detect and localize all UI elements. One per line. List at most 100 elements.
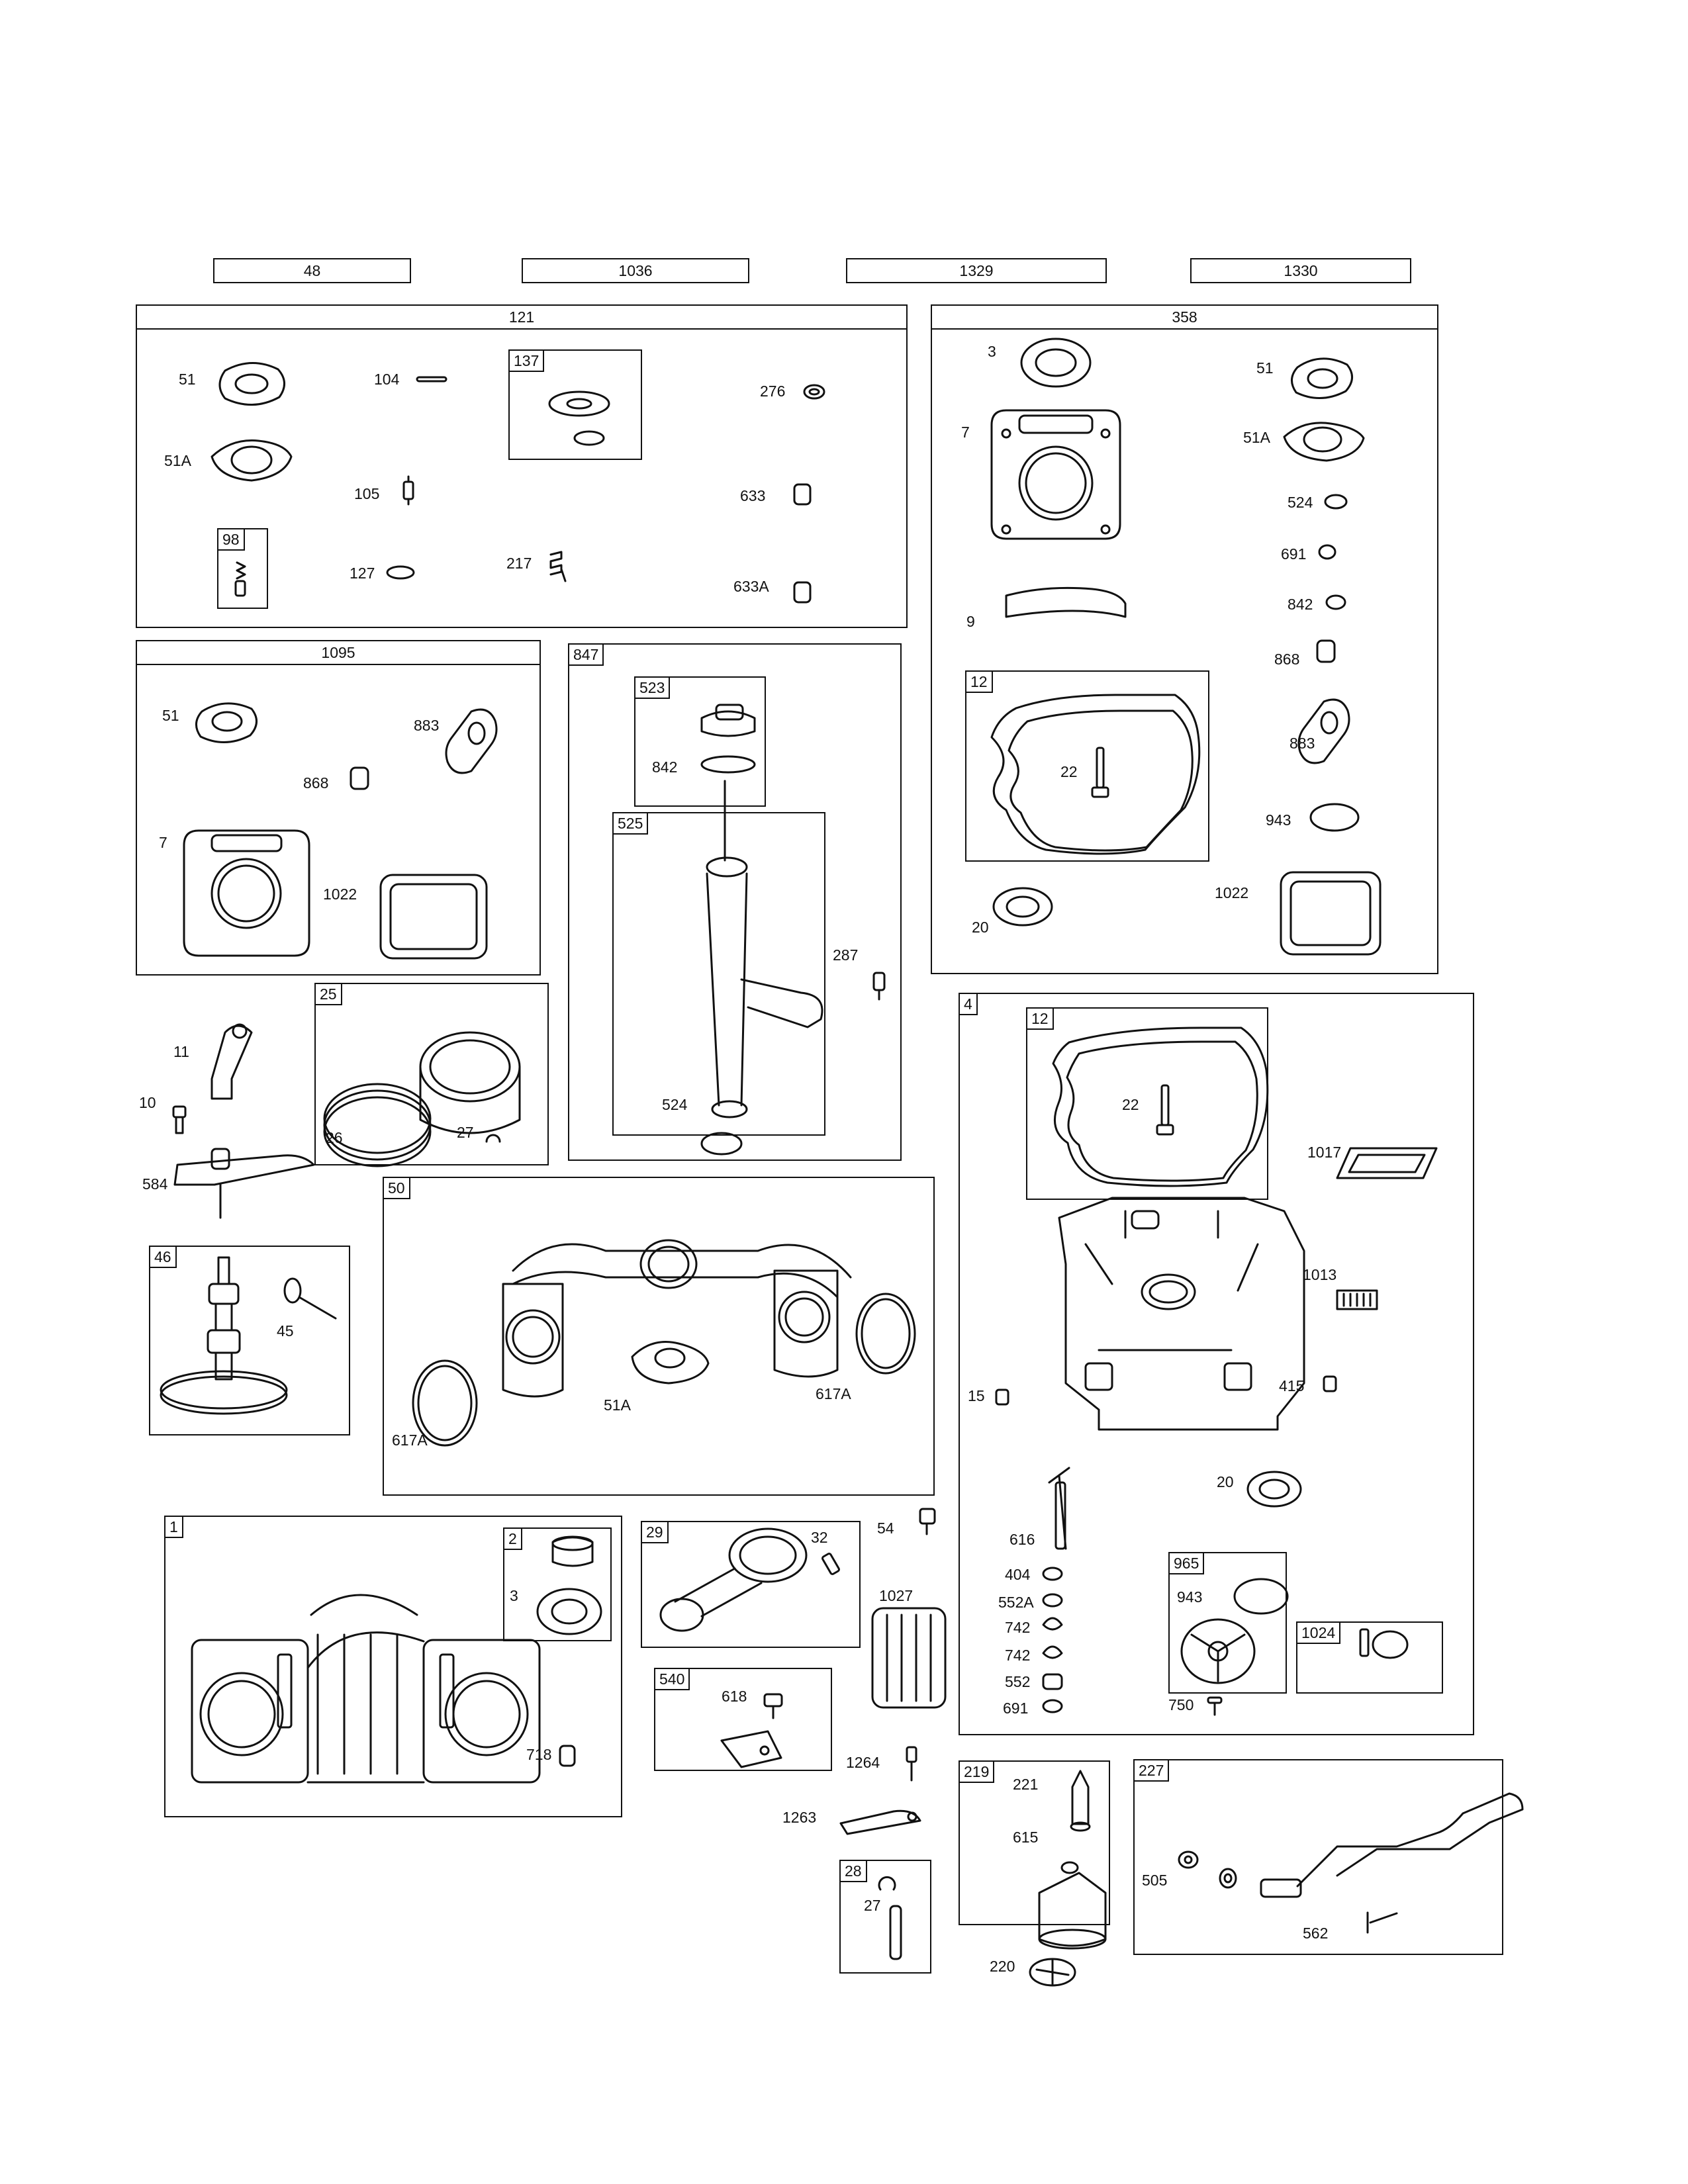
kit-525-box: 525 (612, 812, 825, 1136)
screw-icon (1207, 1696, 1223, 1716)
part-label: 883 (1289, 735, 1315, 752)
header-box-1036: 1036 (522, 258, 749, 283)
screen-icon (1336, 1289, 1378, 1310)
part-label: 20 (1217, 1473, 1234, 1490)
part-label: 1027 (879, 1587, 914, 1604)
cap-icon (1316, 639, 1336, 663)
gasket-icon (631, 1341, 710, 1385)
governor-lever-icon (1260, 1792, 1524, 1898)
kit-965-tag: 965 (1170, 1553, 1205, 1574)
grommet-icon (548, 390, 610, 446)
piston-icon (419, 1031, 521, 1134)
part-label: 842 (652, 758, 678, 776)
part-label: 10 (139, 1094, 156, 1111)
pump-icon (1180, 1618, 1256, 1684)
gasket-icon (1052, 1026, 1269, 1187)
part-label: 22 (1060, 763, 1078, 780)
kit-98-box: 98 (217, 528, 268, 609)
part-label: 524 (662, 1096, 688, 1113)
kit-29-box: 29 (641, 1521, 861, 1648)
kit-25-tag: 25 (316, 984, 342, 1005)
part-label: 617A (392, 1432, 428, 1449)
kit-28-tag: 28 (841, 1861, 867, 1882)
part-label: 221 (1013, 1776, 1039, 1793)
oil-filter-icon (871, 1607, 947, 1709)
bracket-icon (173, 1148, 315, 1219)
part-label: 27 (864, 1897, 881, 1914)
part-label: 1264 (846, 1754, 880, 1771)
part-label: 54 (877, 1520, 894, 1537)
part-label: 51 (162, 707, 179, 724)
part-label: 9 (966, 613, 975, 630)
part-label: 22 (1122, 1096, 1139, 1113)
gasket-icon (379, 874, 488, 960)
part-label: 615 (1013, 1829, 1039, 1846)
bolt-icon (872, 972, 886, 1001)
washer-icon (1042, 1567, 1063, 1581)
cap-icon (793, 483, 812, 506)
gasket-icon (218, 362, 285, 406)
part-label: 1022 (323, 886, 357, 903)
plug-icon (1323, 1375, 1337, 1392)
lever-icon (839, 1809, 921, 1835)
pin-icon (283, 1277, 337, 1320)
valve-icon (402, 475, 414, 506)
part-label: 1263 (782, 1809, 817, 1826)
bolt-icon (172, 1105, 187, 1134)
kit-25-box: 25 (314, 983, 549, 1165)
head-gasket-icon (990, 409, 1121, 540)
dipstick-icon (700, 704, 756, 862)
elbow-icon (211, 1023, 253, 1100)
kit-12-lower-tag: 12 (1027, 1009, 1054, 1030)
part-label: 750 (1168, 1696, 1194, 1713)
kit-1-box: 1 (164, 1516, 622, 1817)
part-label: 404 (1005, 1566, 1031, 1583)
pin-icon (878, 1876, 902, 1960)
kit-847-tag: 847 (569, 645, 604, 666)
part-label: 633A (733, 578, 769, 595)
part-label: 51 (1256, 359, 1274, 377)
part-label: 633 (740, 487, 766, 504)
gasket-icon (1291, 357, 1353, 399)
kit-50-box: 50 (383, 1177, 935, 1496)
part-label: 20 (972, 919, 989, 936)
part-label: 51A (604, 1396, 631, 1414)
part-label: 415 (1279, 1377, 1305, 1394)
header-box-1329: 1329 (846, 258, 1107, 283)
seal-icon (536, 1588, 602, 1635)
part-label: 943 (1177, 1588, 1203, 1606)
part-label: 616 (1009, 1531, 1035, 1548)
part-label: 104 (374, 371, 400, 388)
header-box-1330: 1330 (1190, 258, 1411, 283)
header-box-48: 48 (213, 258, 411, 283)
kit-2-box: 2 (503, 1527, 612, 1641)
kit-50-tag: 50 (384, 1178, 410, 1199)
bolt-icon (919, 1508, 936, 1535)
kit-523-box: 523 (634, 676, 766, 807)
gasket-icon (1283, 422, 1365, 462)
part-label: 842 (1288, 596, 1313, 613)
kit-525-tag: 525 (614, 813, 649, 835)
washer-icon (803, 384, 825, 400)
cap-icon (1029, 1958, 1076, 1987)
part-label: 51 (179, 371, 196, 388)
part-label: 11 (173, 1043, 189, 1060)
o-ring-icon (412, 1359, 478, 1447)
washer-icon (1042, 1699, 1063, 1713)
pin-icon (1070, 1770, 1091, 1832)
bolt-icon (763, 1693, 783, 1719)
kit-1095-box: 1095 (136, 640, 541, 976)
part-label: 552 (1005, 1673, 1031, 1690)
kit-1095-title: 1095 (137, 641, 539, 665)
seal-icon (1246, 1471, 1302, 1508)
crankcase-gasket-icon (990, 694, 1201, 855)
kit-121-box: 121 (136, 304, 908, 628)
washer-icon (1060, 1861, 1079, 1874)
seal-icon (1318, 544, 1336, 560)
part-label: 584 (142, 1175, 168, 1193)
kit-965-box: 965 (1168, 1552, 1287, 1694)
cylinder-block-icon (191, 1594, 541, 1784)
kit-137-box: 137 (508, 349, 642, 460)
